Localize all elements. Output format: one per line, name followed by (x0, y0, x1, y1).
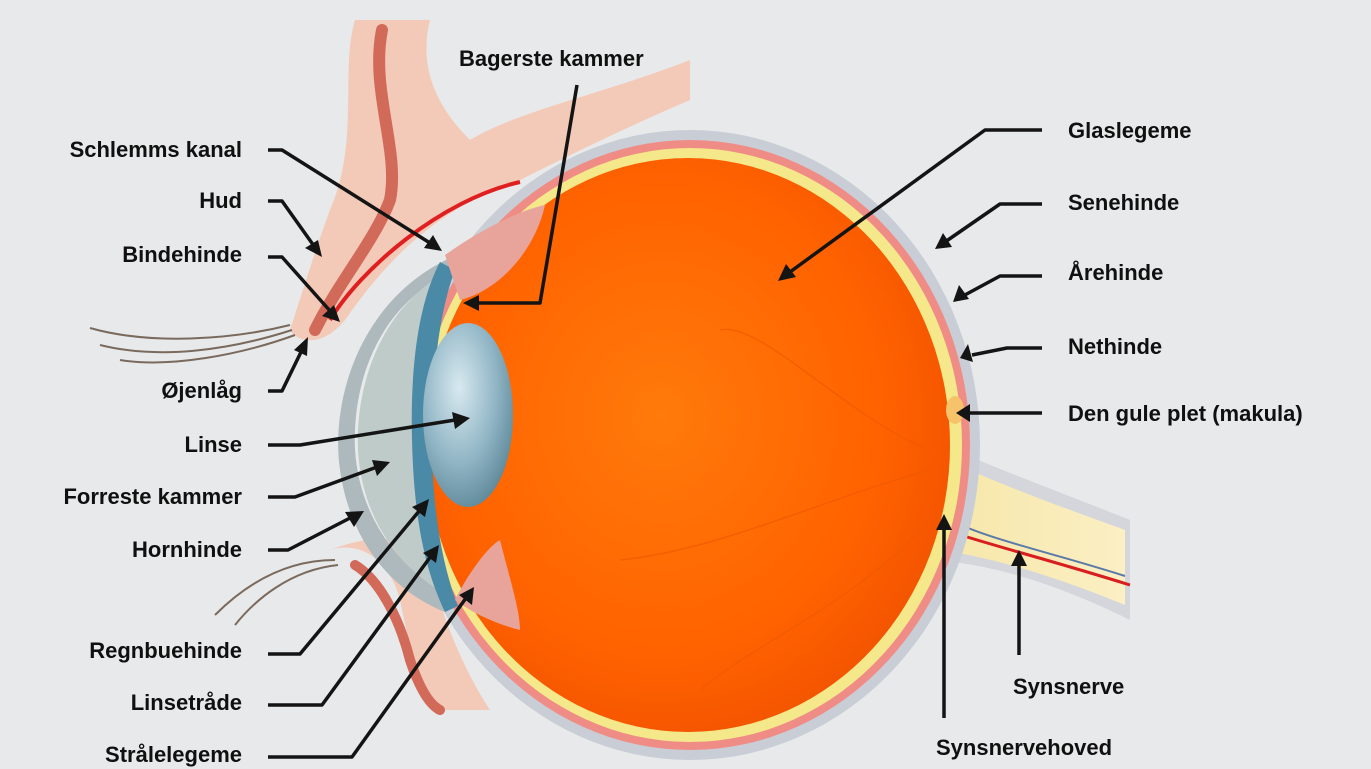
arrowhead-eyelid (294, 337, 308, 356)
label-eyelid: Øjenlåg (161, 378, 242, 404)
label-macula: Den gule plet (makula) (1068, 401, 1303, 427)
label-zonule: Linsetråde (131, 690, 242, 716)
label-retina: Nethinde (1068, 334, 1162, 360)
label-posterior-chamber: Bagerste kammer (459, 46, 644, 72)
leader-eyelid (268, 350, 302, 391)
label-sclera: Senehinde (1068, 190, 1179, 216)
label-skin: Hud (199, 188, 242, 214)
label-vitreous: Glaslegeme (1068, 118, 1192, 144)
leader-choroid (963, 276, 1042, 296)
upper-eyelashes (90, 325, 295, 362)
leader-cornea (268, 517, 352, 550)
label-anterior-chamber: Forreste kammer (63, 484, 242, 510)
leader-retina (972, 348, 1042, 355)
lens-body (423, 323, 513, 507)
arrowhead-schlemm (424, 235, 442, 251)
label-optic-nerve: Synsnerve (1013, 674, 1124, 700)
label-ciliary-body: Strålelegeme (105, 742, 242, 768)
label-optic-disc: Synsnervehoved (936, 735, 1112, 761)
label-lens: Linse (185, 432, 242, 458)
label-schlemm-canal: Schlemms kanal (70, 137, 242, 163)
leader-sclera (945, 204, 1042, 242)
label-iris: Regnbuehinde (89, 638, 242, 664)
label-choroid: Årehinde (1068, 260, 1163, 286)
label-conjunctiva: Bindehinde (122, 242, 242, 268)
leader-skin (268, 201, 314, 246)
label-cornea: Hornhinde (132, 537, 242, 563)
lower-eyelashes (215, 560, 338, 625)
